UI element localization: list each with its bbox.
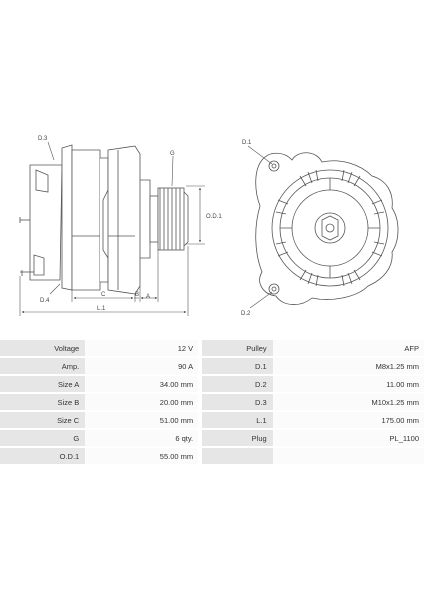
side-view-dimensions [19, 141, 205, 316]
spec-value: 55.00 mm [85, 448, 199, 464]
spec-value: PL_1100 [272, 430, 424, 446]
spec-label: O.D.1 [0, 448, 86, 464]
spec-value: 6 qty. [85, 430, 199, 446]
spec-label: Amp. [0, 358, 86, 374]
spec-label: G [0, 430, 86, 446]
label-g: G [170, 151, 175, 157]
spec-gap [198, 376, 203, 392]
spec-value: 34.00 mm [85, 376, 199, 392]
spec-label: Size B [0, 394, 86, 410]
spec-value: 90 A [85, 358, 199, 374]
side-view-labels: D.3 D.4 G O.D.1 C B A L.1 [38, 136, 222, 312]
spec-gap [198, 430, 203, 446]
spec-gap [198, 412, 203, 428]
label-d3: D.3 [38, 136, 48, 142]
alternator-technical-drawing: D.3 D.4 G O.D.1 C B A L.1 [19, 136, 399, 317]
label-od1: O.D.1 [206, 214, 222, 220]
spec-value: 51.00 mm [85, 412, 199, 428]
spec-label: Plug [202, 430, 273, 446]
label-a: A [146, 294, 150, 300]
spec-value: AFP [272, 340, 424, 356]
spec-value: M10x1.25 mm [272, 394, 424, 410]
label-d4: D.4 [40, 298, 50, 304]
spec-label: Size A [0, 376, 86, 392]
spec-label: D.1 [202, 358, 273, 374]
spec-gap [198, 394, 203, 410]
label-d1: D.1 [242, 140, 252, 146]
spec-gap [198, 340, 203, 356]
label-c: C [101, 292, 106, 298]
spec-value: 20.00 mm [85, 394, 199, 410]
alternator-side-view [19, 144, 189, 295]
front-view-labels: D.1 D.2 [241, 140, 252, 317]
spec-value [272, 448, 424, 464]
front-view-dimensions [247, 145, 273, 309]
spec-value: 12 V [85, 340, 199, 356]
spec-label: D.3 [202, 394, 273, 410]
spec-label: Size C [0, 412, 86, 428]
spec-value: 175.00 mm [272, 412, 424, 428]
alternator-front-view [255, 152, 399, 305]
spec-label: D.2 [202, 376, 273, 392]
spec-value: 11.00 mm [272, 376, 424, 392]
spec-value: M8x1.25 mm [272, 358, 424, 374]
label-b: B [135, 292, 139, 298]
spec-label: Pulley [202, 340, 273, 356]
label-l1: L.1 [97, 306, 106, 312]
label-d2: D.2 [241, 311, 251, 317]
spec-label: L.1 [202, 412, 273, 428]
spec-label: Voltage [0, 340, 86, 356]
spec-label [202, 448, 273, 464]
spec-gap [198, 358, 203, 374]
spec-gap [198, 448, 203, 464]
